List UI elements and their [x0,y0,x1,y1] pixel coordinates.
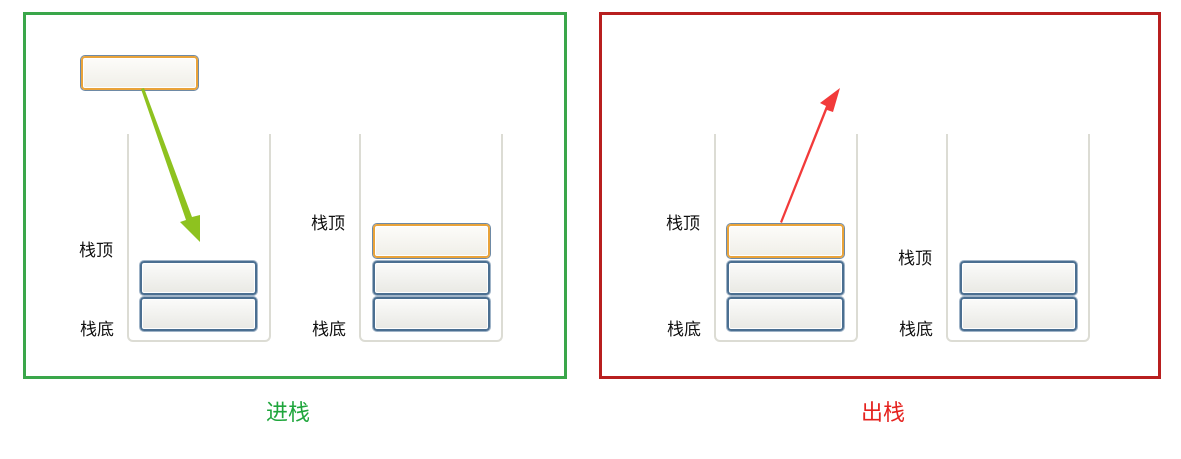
pop-caption: 出栈 [861,401,906,426]
pop-before-top-label: 栈顶 [666,214,700,234]
pop-before-bottom-block [727,297,844,331]
push-stack-before [127,134,271,342]
pop-stack-before [714,134,858,342]
push-stack-after [359,134,503,342]
pop-after-top-block [960,261,1077,295]
pop-before-bottom-label: 栈底 [667,320,701,340]
pop-after-top-label: 栈顶 [898,249,932,269]
pop-after-bottom-block [960,297,1077,331]
push-after-bottom-label: 栈底 [312,320,346,340]
pop-before-top-block [727,224,844,258]
incoming-element-block [81,56,198,90]
push-before-bottom-block [140,297,257,331]
push-after-middle-block [373,261,490,295]
push-before-top-label: 栈顶 [79,241,113,261]
push-after-new-top-block [373,224,490,258]
push-after-bottom-block [373,297,490,331]
push-caption: 进栈 [266,401,311,426]
pop-stack-after [946,134,1090,342]
pop-panel [599,12,1161,379]
push-panel [23,12,567,379]
push-before-top-block [140,261,257,295]
pop-after-bottom-label: 栈底 [899,320,933,340]
push-before-bottom-label: 栈底 [80,320,114,340]
pop-before-middle-block [727,261,844,295]
push-after-top-label: 栈顶 [311,214,345,234]
